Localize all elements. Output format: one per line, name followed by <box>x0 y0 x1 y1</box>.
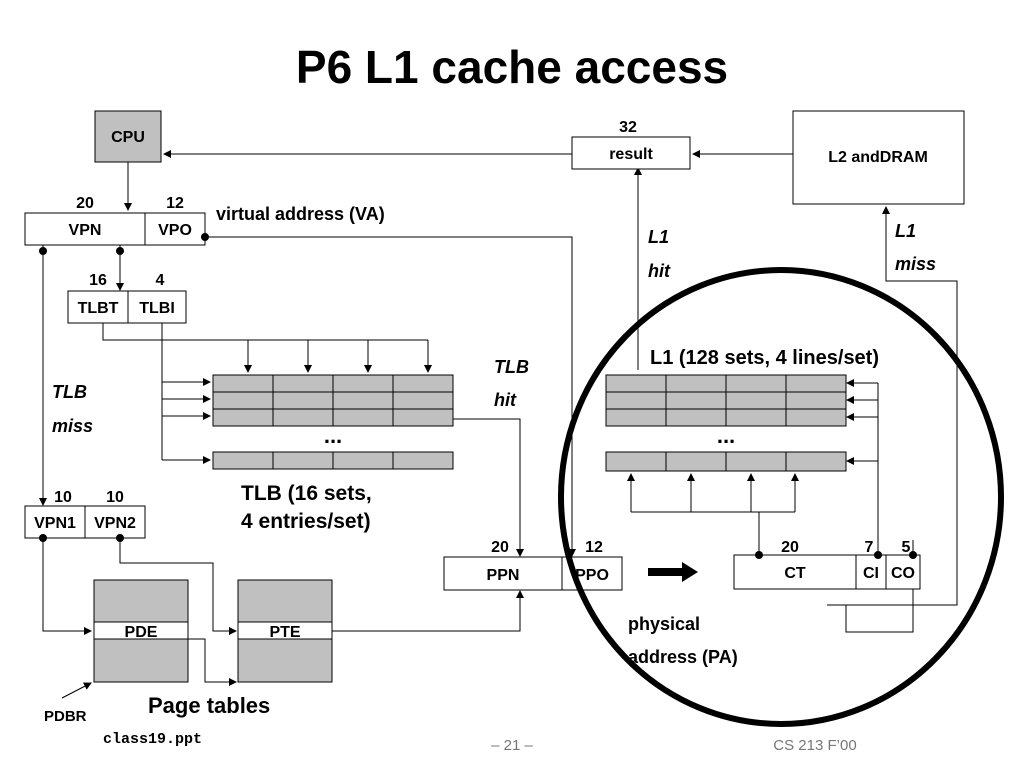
result-label: result <box>609 146 653 163</box>
l1-miss-label-1: L1 <box>895 221 916 241</box>
pte-label: PTE <box>269 624 300 641</box>
vpn1-field <box>24 505 86 539</box>
vpn-field <box>24 212 146 246</box>
tlb-array <box>212 374 454 470</box>
vpn2-bits: 10 <box>106 489 124 506</box>
tlb-hit-label-2: hit <box>494 390 517 410</box>
tlb-caption-line1: TLB (16 sets, <box>241 482 372 505</box>
vpn2-field <box>84 505 146 539</box>
vpn1-bits: 10 <box>54 489 72 506</box>
result-box <box>571 136 691 170</box>
ppo-bits: 12 <box>585 539 603 556</box>
vpn2-to-pte-arrow <box>119 538 237 635</box>
ppn-bits: 20 <box>491 539 509 556</box>
ci-bits: 7 <box>865 539 874 556</box>
tlb-miss-label-1: TLB <box>52 382 87 402</box>
pa-label-line2: address (PA) <box>628 647 738 667</box>
vpn1-label: VPN1 <box>34 515 76 532</box>
l1-ellipsis: ... <box>717 423 735 448</box>
pa-to-cache-arrow <box>648 562 698 582</box>
vpo-label: VPO <box>158 222 192 239</box>
l2-dram-box <box>792 110 965 205</box>
page-tables-caption: Page tables <box>148 693 270 718</box>
ct-tag-line <box>631 511 760 555</box>
tlb-miss-label-2: miss <box>52 416 93 436</box>
l1-highlight-ellipse <box>558 267 1004 727</box>
tlb-ellipsis: ... <box>324 423 342 448</box>
tlbi-label: TLBI <box>139 300 175 317</box>
co-field <box>885 554 921 590</box>
pde-entry <box>93 621 189 640</box>
footer-course: CS 213 F’00 <box>773 737 856 754</box>
l1-hit-label-2: hit <box>648 261 671 281</box>
tlbt-label: TLBT <box>78 300 119 317</box>
l1-miss-arrow <box>827 206 958 606</box>
pde-label: PDE <box>125 624 158 641</box>
dot <box>116 247 124 255</box>
tlb-hit-arrow <box>453 418 524 557</box>
vpo-field <box>144 212 206 246</box>
footer-page-number: – 21 – <box>491 737 533 754</box>
pdbr-arrow <box>61 682 92 699</box>
dot <box>39 534 47 542</box>
cpu-label: CPU <box>111 129 145 146</box>
pdbr-label: PDBR <box>44 708 87 725</box>
vpn-label: VPN <box>69 222 102 239</box>
vpn2-label: VPN2 <box>94 515 136 532</box>
ci-label: CI <box>863 565 879 582</box>
tlb-hit-label-1: TLB <box>494 357 529 377</box>
page-title: P6 L1 cache access <box>295 41 729 93</box>
l1-array <box>605 374 847 472</box>
l1-hit-label-1: L1 <box>648 227 669 247</box>
ppn-field <box>443 556 563 591</box>
co-label: CO <box>891 565 915 582</box>
cpu-box <box>94 110 162 163</box>
l1-miss-line <box>845 589 914 633</box>
dot <box>201 233 209 241</box>
tlb-caption-line2: 4 entries/set) <box>241 510 371 533</box>
footer-filename: class19.ppt <box>103 731 202 748</box>
vpn1-to-pde-arrow <box>42 538 92 635</box>
ppo-label: PPO <box>575 567 609 584</box>
dot <box>39 247 47 255</box>
vpo-bits: 12 <box>166 195 184 212</box>
pde-to-pte-arrow <box>188 638 237 686</box>
l2-dram-label: L2 andDRAM <box>828 149 928 166</box>
l1-caption: L1 (128 sets, 4 lines/set) <box>650 347 879 369</box>
ct-label: CT <box>784 565 806 582</box>
pte-to-ppn-arrow <box>332 590 524 632</box>
pa-label-line1: physical <box>628 614 700 634</box>
vpo-to-ppo-arrow <box>205 236 576 557</box>
tlbt-bits: 16 <box>89 272 107 289</box>
co-bits: 5 <box>902 539 911 556</box>
ci-field <box>855 554 887 590</box>
tlbi-bits: 4 <box>156 272 165 289</box>
l1-miss-label-2: miss <box>895 254 936 274</box>
tlbi-field <box>127 290 187 324</box>
result-bits: 32 <box>619 119 637 136</box>
va-label: virtual address (VA) <box>216 204 385 224</box>
ppn-label: PPN <box>487 567 520 584</box>
ct-field <box>733 554 857 590</box>
tlbt-tag-line <box>102 323 428 341</box>
dot <box>116 534 124 542</box>
vpn-bits: 20 <box>76 195 94 212</box>
ct-bits: 20 <box>781 539 799 556</box>
